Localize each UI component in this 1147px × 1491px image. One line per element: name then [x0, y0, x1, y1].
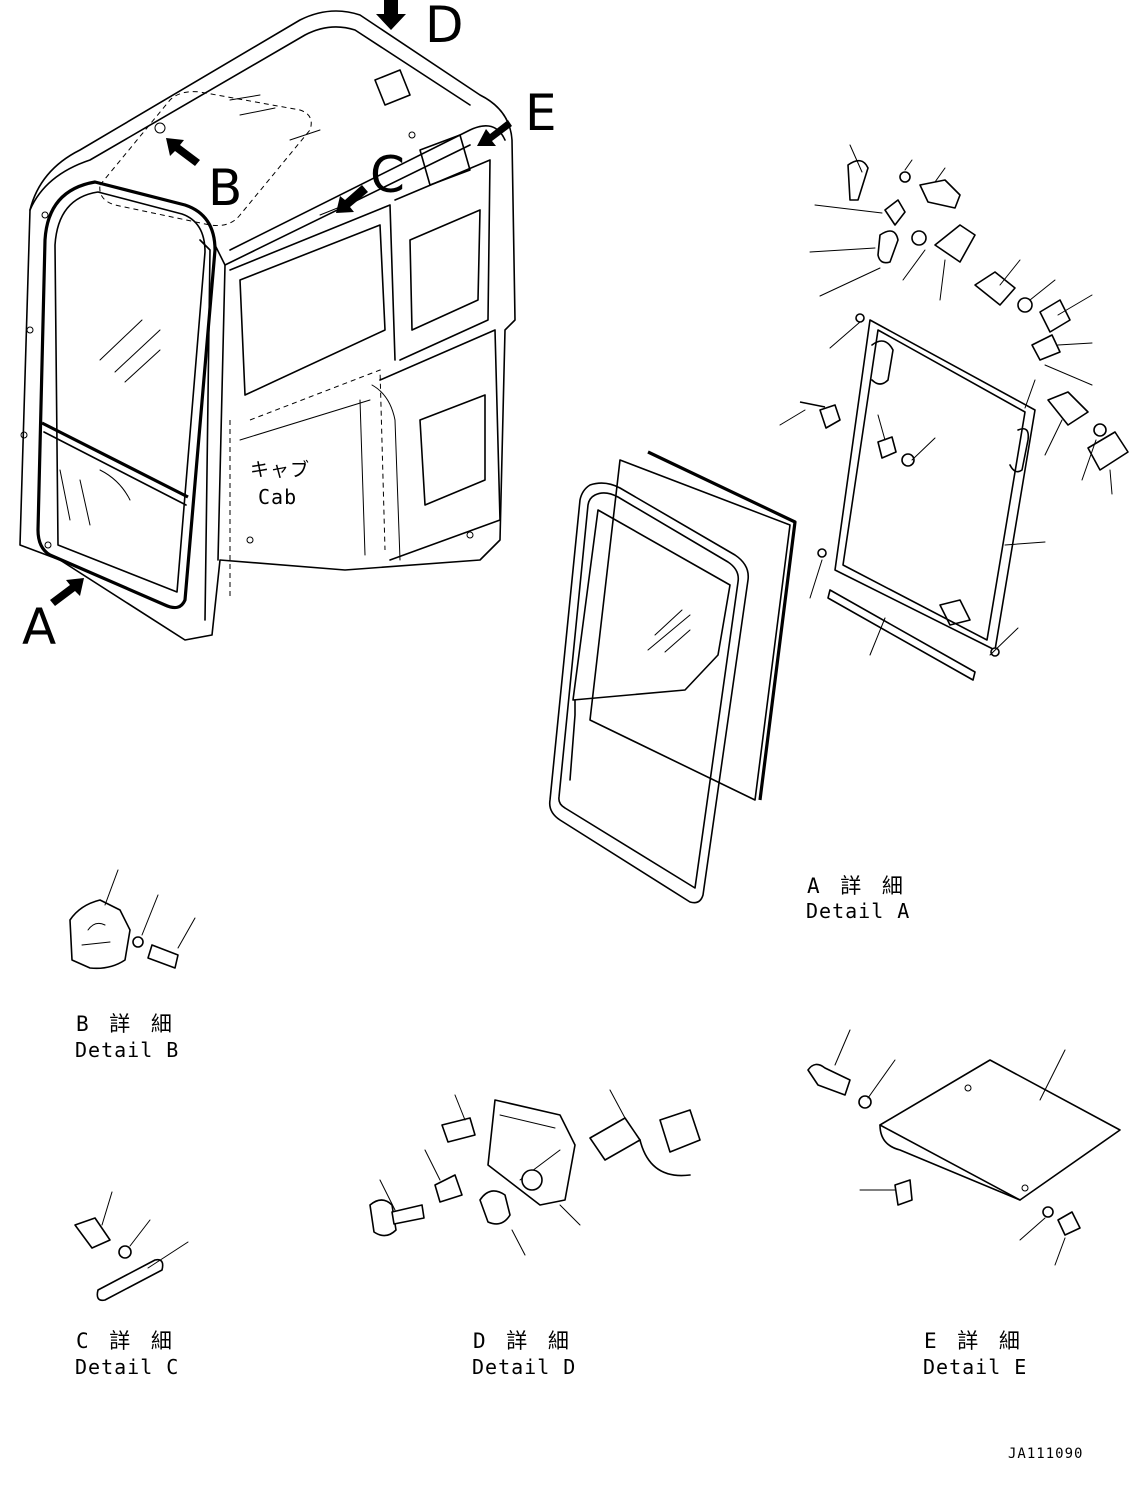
detail-e-title-japanese: E 詳 細	[924, 1329, 1024, 1353]
detail-a-drawing	[548, 144, 1129, 904]
view-label-b: B	[208, 159, 243, 217]
arrow-e	[477, 120, 512, 146]
detail-d-drawing	[369, 1089, 701, 1256]
cab-label-english: Cab	[258, 485, 298, 509]
arrow-c	[336, 185, 368, 213]
detail-b-drawing	[69, 869, 196, 970]
view-label-d: D	[425, 0, 464, 54]
arrow-a	[50, 578, 84, 606]
arrow-d	[376, 0, 406, 30]
detail-e-drawing	[807, 1029, 1121, 1266]
cab-label-japanese: キャブ	[250, 459, 311, 481]
detail-d-title-japanese: D 詳 細	[473, 1329, 573, 1353]
drawing-code: JA111090	[1008, 1446, 1084, 1462]
detail-a-title-japanese: A 詳 細	[807, 874, 907, 898]
detail-d-title-english: Detail D	[472, 1355, 577, 1379]
arrow-b	[166, 138, 200, 166]
detail-e-title-english: Detail E	[923, 1355, 1028, 1379]
detail-b-title-japanese: B 詳 細	[76, 1012, 176, 1036]
detail-c-title-english: Detail C	[75, 1355, 180, 1379]
detail-c-drawing	[74, 1191, 189, 1302]
view-label-e: E	[525, 84, 557, 142]
detail-a-title-english: Detail A	[806, 899, 911, 923]
detail-c-title-japanese: C 詳 細	[76, 1329, 176, 1353]
view-arrows	[50, 0, 512, 606]
view-label-c: C	[370, 146, 405, 204]
detail-b-title-english: Detail B	[75, 1038, 180, 1062]
view-label-a: A	[22, 598, 57, 656]
cab-drawing	[19, 10, 516, 641]
